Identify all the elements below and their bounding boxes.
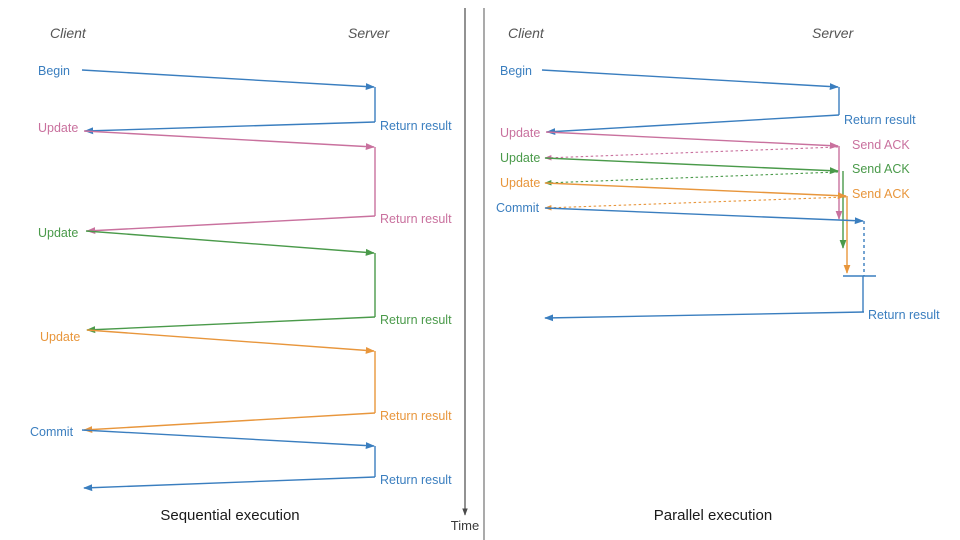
message-parallel-5: Send ACK [544, 162, 910, 186]
message-label: Return result [380, 119, 452, 133]
message-arrow-to-client [546, 114, 840, 135]
message-label: Return result [380, 313, 452, 327]
message-arrow-to-server [81, 429, 375, 450]
actor-label-server: Server [348, 25, 391, 41]
message-label: Update [500, 176, 540, 190]
message-parallel-0: Begin [500, 64, 839, 90]
message-label: Return result [868, 308, 940, 322]
message-sequential-8: Commit [30, 425, 375, 450]
message-arrow-to-server [544, 157, 839, 175]
message-arrow-to-client [83, 412, 376, 433]
message-arrow-to-server [544, 182, 847, 200]
message-sequential-6: Update [40, 329, 375, 354]
message-parallel-9: Return result [544, 308, 940, 322]
message-label: Commit [496, 201, 540, 215]
message-parallel-6: Update [500, 176, 847, 200]
message-label: Update [38, 226, 78, 240]
panel-caption-parallel: Parallel execution [654, 507, 772, 524]
time-axis-label: Time [451, 518, 479, 533]
message-label: Update [38, 121, 78, 135]
message-parallel-2: Update [500, 126, 839, 150]
message-label: Commit [30, 425, 74, 439]
message-label: Begin [500, 64, 532, 78]
message-arrow-to-server [541, 69, 839, 90]
message-arrow-to-server [85, 230, 375, 256]
message-sequential-1: Return result [84, 87, 452, 135]
message-sequential-0: Begin [38, 64, 375, 90]
message-arrow-to-client [544, 171, 839, 186]
message-label: Update [500, 151, 540, 165]
message-arrow-to-client [84, 121, 376, 135]
message-label: Send ACK [852, 187, 910, 201]
panel-caption-sequential: Sequential execution [160, 507, 299, 524]
message-sequential-9: Return result [83, 446, 452, 492]
message-arrow-to-server [545, 131, 839, 150]
message-label: Update [500, 126, 540, 140]
message-sequential-7: Return result [83, 351, 452, 433]
actor-label-server: Server [812, 25, 855, 41]
message-sequential-5: Return result [86, 253, 452, 334]
message-label: Return result [380, 409, 452, 423]
message-sequential-2: Update [38, 121, 375, 151]
message-arrow-to-client [86, 215, 376, 235]
message-label: Update [40, 330, 80, 344]
message-arrow-to-server [86, 329, 375, 354]
message-arrow-to-client [544, 196, 847, 211]
message-parallel-1: Return result [546, 87, 916, 135]
message-arrow-to-server [81, 69, 375, 90]
message-parallel-3: Send ACK [544, 138, 910, 161]
message-sequential-3: Return result [86, 147, 452, 235]
message-parallel-7: Send ACK [544, 187, 910, 211]
message-label: Return result [380, 473, 452, 487]
actor-label-client: Client [50, 25, 87, 41]
actor-label-client: Client [508, 25, 545, 41]
message-label: Send ACK [852, 162, 910, 176]
message-arrow-to-client [86, 316, 376, 334]
message-label: Send ACK [852, 138, 910, 152]
message-arrow-to-server [83, 130, 375, 151]
message-parallel-8: Commit [496, 201, 864, 225]
message-label: Begin [38, 64, 70, 78]
message-arrow-to-server [544, 207, 864, 225]
message-sequential-4: Update [38, 226, 375, 256]
message-parallel-4: Update [500, 151, 839, 175]
message-arrow-to-client [83, 476, 376, 492]
message-arrow-to-client [544, 311, 865, 322]
message-label: Return result [844, 113, 916, 127]
time-axis-group: Time [451, 8, 485, 540]
message-label: Return result [380, 212, 452, 226]
message-arrow-to-client [544, 146, 839, 161]
